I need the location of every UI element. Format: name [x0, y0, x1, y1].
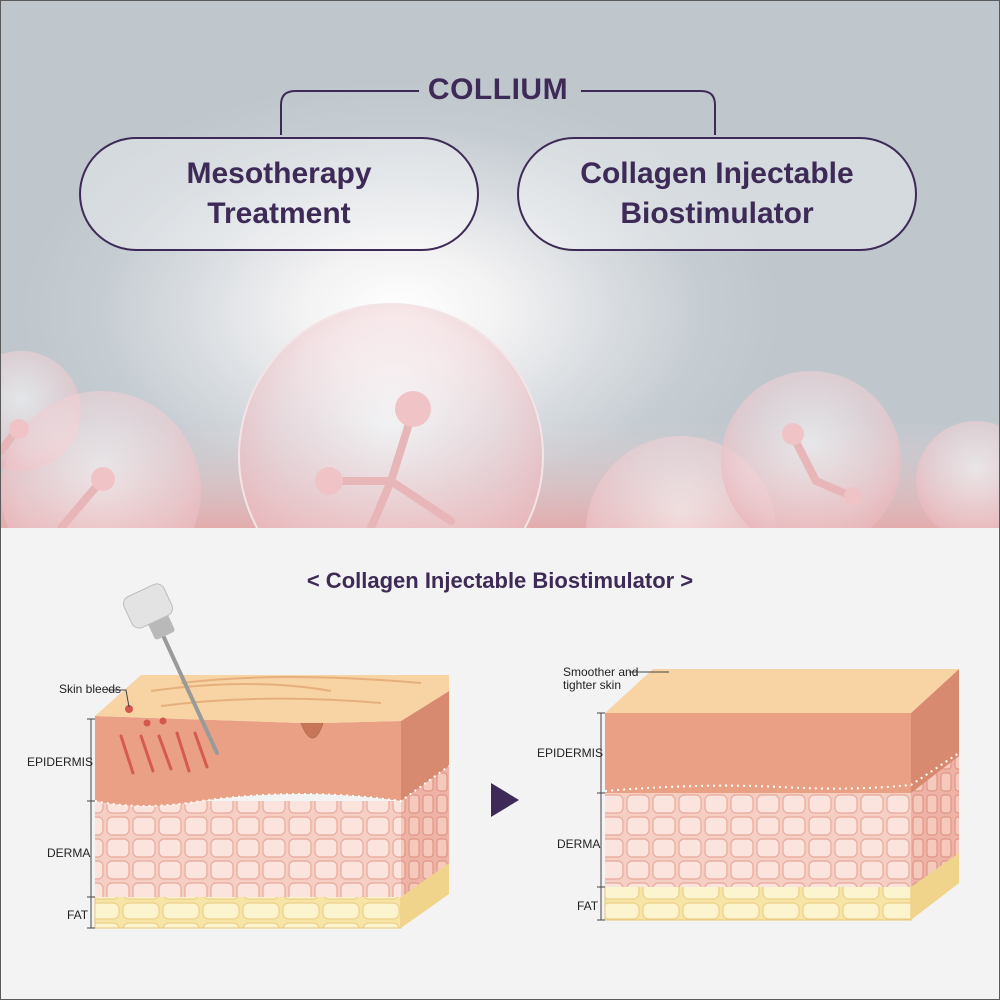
biostimulator-pill: Collagen Injectable Biostimulator [517, 137, 917, 251]
derma-label: DERMA [557, 837, 601, 851]
pill-label-line1: Collagen Injectable [580, 157, 854, 190]
fat-label: FAT [67, 908, 89, 922]
fat-label: FAT [577, 899, 599, 913]
arrow-right-icon [491, 783, 519, 817]
skin-bleeds-label: Skin bleeds [59, 682, 122, 696]
molecule-bubbles [1, 90, 999, 528]
hero-section: COLLIUM Mesotherapy Treatment Collagen I… [1, 1, 999, 528]
derma-label: DERMA [47, 846, 91, 860]
smoother-skin-line2: tighter skin [563, 678, 622, 692]
after-skin-block [597, 669, 960, 921]
smoother-skin-label: Smoother and tighter skin [563, 666, 638, 692]
mesotherapy-pill: Mesotherapy Treatment [79, 137, 479, 251]
before-skin-block [87, 583, 450, 929]
epidermis-label: EPIDERMIS [537, 746, 604, 760]
pill-label-line2: Biostimulator [620, 197, 814, 230]
section-title: < Collagen Injectable Biostimulator > [306, 568, 694, 593]
pill-label-line2: Treatment [207, 197, 351, 230]
smoother-skin-line1: Smoother and [563, 665, 639, 679]
brand-title: COLLIUM [427, 73, 569, 106]
epidermis-label: EPIDERMIS [27, 755, 94, 769]
needle-icon [123, 583, 219, 755]
pill-label-line1: Mesotherapy [186, 157, 372, 190]
